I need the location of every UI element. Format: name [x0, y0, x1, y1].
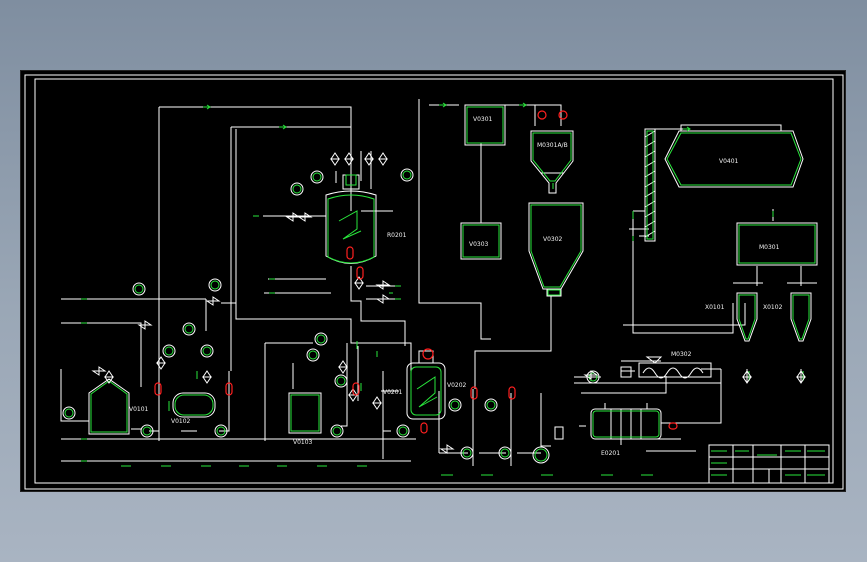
pumps: [140, 424, 564, 464]
instrument-bubbles: [62, 168, 600, 438]
piping: [60, 99, 802, 466]
mixer-box-m0301b: [736, 222, 818, 266]
outer-border: [24, 74, 844, 490]
label-e0201: E0201: [601, 450, 620, 457]
label-m0302: M0302: [671, 351, 692, 358]
valves: [91, 152, 806, 454]
cyclone-x0101: [736, 292, 758, 342]
label-v0301: V0301: [473, 116, 493, 123]
screw-conveyor-m0302: [638, 362, 712, 378]
mixer-m0301: [530, 130, 574, 194]
vessel-v0301: [464, 104, 506, 146]
title-block: [708, 444, 830, 484]
vessel-v0303: [460, 222, 502, 260]
vessel-v0101: [88, 378, 130, 435]
equipment-labels: V0101 V0102 V0103 R0201 V0201 V0202 V030…: [129, 116, 783, 457]
label-r0201: R0201: [387, 232, 407, 239]
equipment: [88, 104, 818, 464]
heat-exchanger-e0201: [590, 408, 662, 440]
label-v0201: V0201: [383, 389, 403, 396]
vessel-v0103: [288, 392, 322, 434]
label-v0303: V0303: [469, 241, 489, 248]
label-v0101: V0101: [129, 406, 149, 413]
column-tower: [644, 128, 656, 242]
silo-v0302: [528, 202, 584, 290]
control-valves-red: [154, 110, 678, 434]
inner-border: [34, 78, 834, 484]
process-flow-diagram: V0101 V0102 V0103 R0201 V0201 V0202 V030…: [24, 74, 844, 490]
label-m0301b: M0301: [759, 244, 780, 251]
drawing-frame: V0101 V0102 V0103 R0201 V0201 V0202 V030…: [20, 70, 846, 492]
cyclone-x0102: [790, 292, 812, 342]
instrument-bubbles-green: [64, 170, 598, 436]
vessel-v0102: [172, 392, 216, 418]
label-v0202: V0202: [447, 382, 467, 389]
label-m0301: M0301A/B: [537, 142, 568, 149]
label-v0103: V0103: [293, 439, 313, 446]
label-v0401: V0401: [719, 158, 739, 165]
green-annotations: [81, 102, 816, 476]
vessel-v0401: [664, 130, 804, 188]
label-x0102: X0102: [763, 304, 783, 311]
label-x0101: X0101: [705, 304, 725, 311]
label-v0102: V0102: [171, 418, 191, 425]
label-v0302: V0302: [543, 236, 563, 243]
